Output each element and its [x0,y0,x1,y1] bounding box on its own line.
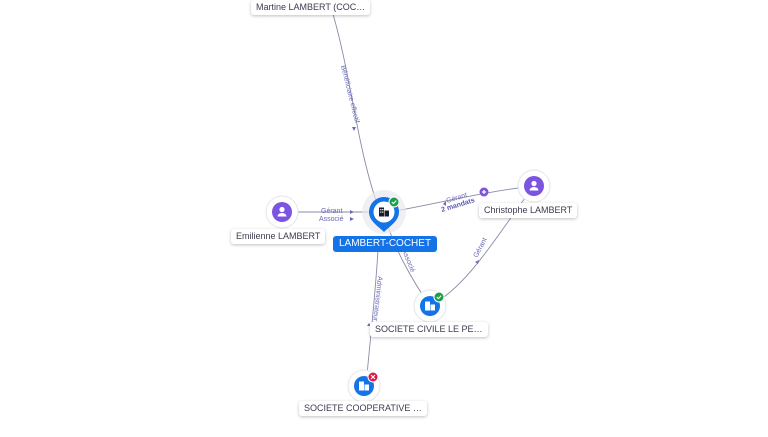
label-martine[interactable]: Martine LAMBERT (COC… [251,0,371,15]
building-icon [425,301,435,311]
edge-label-beneficiaire: Bénéficiaire effectif [339,65,360,124]
edge-arrow [475,260,479,264]
edge-arrow [352,127,356,131]
node-civile[interactable] [413,289,447,323]
cross-badge-icon [367,371,379,383]
check-badge-icon [433,291,445,303]
edge-label-gerant-emilienne: Gérant [321,208,342,215]
edge-label-administrateur: Administrateur [371,276,383,322]
person-icon [277,206,287,217]
label-civile[interactable]: SOCIETE CIVILE LE PE… [370,322,488,337]
node-emilienne[interactable] [265,195,299,229]
node-central[interactable] [362,190,406,234]
label-christophe[interactable]: Christophe LAMBERT [479,203,578,218]
node-cooperative[interactable] [347,369,381,403]
person-icon [529,180,539,191]
check-badge-icon [388,196,400,208]
edge-label-gerant-civile: Gérant [473,237,489,259]
mandats-expand-button[interactable] [479,187,489,197]
edge-arrow [350,210,354,214]
edge-label-associe-emilienne: Associé [319,216,344,223]
building-icon [379,207,389,217]
edge-martine-central[interactable] [332,13,381,213]
label-central[interactable]: LAMBERT-COCHET [333,236,438,252]
label-emilienne[interactable]: Emilienne LAMBERT [231,229,326,244]
edge-arrow [443,201,446,206]
edge-arrow [350,217,354,221]
building-icon [359,381,369,391]
label-cooperative[interactable]: SOCIETE COOPERATIVE … [299,401,427,416]
node-christophe[interactable] [517,169,551,203]
